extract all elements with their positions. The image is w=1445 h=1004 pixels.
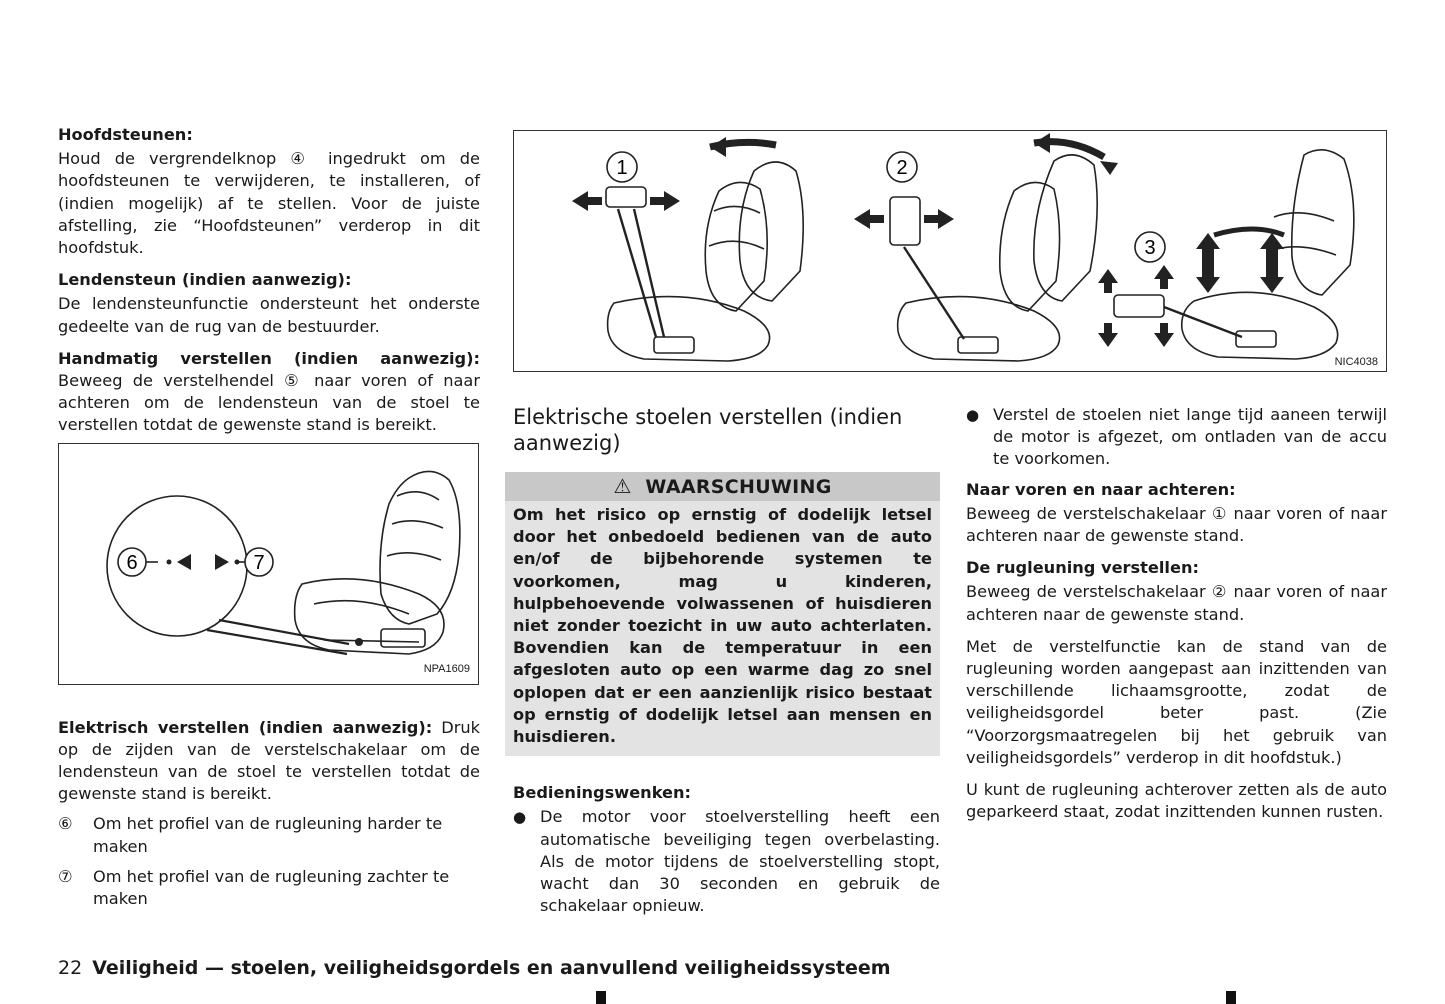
lumbar-seat-illustration: 6 7 xyxy=(106,470,461,655)
lumbar-figure: 6 7 NPA1609 xyxy=(58,442,479,685)
callout-1-label: 1 xyxy=(616,157,627,179)
bullet-motor-protection: ● De motor voor stoelverstelling heeft e… xyxy=(513,806,940,917)
power-seat-figure: 1 2 3 NIC4038 xyxy=(513,130,1387,372)
paragraph-lumbar: De lendensteunfunctie ondersteunt het on… xyxy=(58,294,480,336)
section-title: Elektrische stoelen verstellen (indien a… xyxy=(513,405,903,455)
left-arrow-icon xyxy=(177,553,191,570)
list-text: Om het profiel van de rugleuning zachter… xyxy=(93,866,450,909)
paragraph-forward-back: Beweeg de verstelschakelaar ① naar voren… xyxy=(966,503,1387,546)
bullet-dot-icon: ● xyxy=(513,808,527,827)
callout-3-circle xyxy=(1134,231,1166,263)
callout-6-label: 6 xyxy=(126,552,137,574)
paragraph-electric-adjust: Elektrisch verstellen (indien aanwezig):… xyxy=(58,717,480,806)
paragraph-function: Met de verstelfunctie kan de stand van d… xyxy=(966,636,1387,767)
electric-adjust-text: Druk op de zijden van de verstelschakela… xyxy=(58,717,480,804)
warning-header: ⚠ WAARSCHUWING xyxy=(505,472,940,501)
figure-code: NIC4038 xyxy=(1334,356,1378,368)
crop-mark xyxy=(1226,991,1236,1004)
list-text: Om het profiel van de rugleuning harder … xyxy=(93,814,443,856)
page-number: 22 xyxy=(58,957,83,979)
list-number: ⑥ xyxy=(58,814,73,834)
manual-adjust-text: Beweeg de verstelhendel ⑤ naar voren of … xyxy=(58,371,480,435)
list-item-6: ⑥ Om het profiel van de rugleuning harde… xyxy=(58,813,480,857)
warning-box: ⚠ WAARSCHUWING Om het risico op ernstig … xyxy=(505,472,940,757)
switch-1 xyxy=(605,186,647,208)
callout-2-circle xyxy=(886,151,918,183)
manual-adjust-label: Handmatig verstellen (indien aanwezig): xyxy=(58,348,480,368)
bullet-battery: ● Verstel de stoelen niet lange tijd aan… xyxy=(966,404,1387,471)
direction-arrows xyxy=(572,133,1284,347)
heading-lumbar: Lendensteun (indien aanwezig): xyxy=(58,270,352,290)
electric-adjust-label: Elektrisch verstellen (indien aanwezig): xyxy=(58,717,433,737)
power-seat-illustration: 1 2 3 xyxy=(572,133,1355,362)
right-arrow-icon xyxy=(215,553,229,570)
switch-3 xyxy=(1113,294,1165,318)
callout-1-circle xyxy=(606,151,638,183)
crop-mark xyxy=(596,991,606,1004)
paragraph-manual-adjust: Handmatig verstellen (indien aanwezig): … xyxy=(58,348,480,437)
heading-forward-back: Naar voren en naar achteren: xyxy=(966,479,1236,499)
bullet-text: Verstel de stoelen niet lange tijd aanee… xyxy=(993,405,1387,469)
page-footer: 22 Veiligheid — stoelen, veiligheidsgorde… xyxy=(58,957,891,979)
callout-2-label: 2 xyxy=(896,157,907,179)
paragraph-headrest: Houd de vergrendelknop ④ ingedrukt om de… xyxy=(58,149,480,258)
paragraph-recline: U kunt de rugleuning achterover zetten a… xyxy=(966,780,1387,822)
middle-column: Elektrische stoelen verstellen (indien a… xyxy=(505,404,940,925)
heading-tips: Bedieningswenken: xyxy=(513,783,692,803)
right-column: ● Verstel de stoelen niet lange tijd aan… xyxy=(966,404,1387,833)
heading-backrest: De rugleuning verstellen: xyxy=(966,558,1199,578)
bullet-text: De motor voor stoelverstelling heeft een… xyxy=(540,807,940,916)
heading-headrest: Hoofdsteunen: xyxy=(58,125,193,144)
paragraph-backrest: Beweeg de verstelschakelaar ② naar voren… xyxy=(966,582,1387,624)
footer-title: Veiligheid — stoelen, veiligheidsgordels… xyxy=(92,957,891,979)
list-number: ⑦ xyxy=(58,866,73,886)
warning-title: WAARSCHUWING xyxy=(645,476,832,498)
callout-3-label: 3 xyxy=(1144,237,1155,259)
list-item-7: ⑦ Om het profiel van de rugleuning zacht… xyxy=(58,866,480,910)
figure-code: NPA1609 xyxy=(423,663,470,676)
bullet-dot-icon: ● xyxy=(966,406,980,424)
left-column: Hoofdsteunen: Houd de vergrendelknop ④ i… xyxy=(58,124,480,918)
warning-triangle-icon: ⚠ xyxy=(613,474,632,498)
callout-7-label: 7 xyxy=(253,552,264,574)
switch-2 xyxy=(889,196,921,246)
warning-text: Om het risico op ernstig of dodelijk let… xyxy=(513,505,932,747)
